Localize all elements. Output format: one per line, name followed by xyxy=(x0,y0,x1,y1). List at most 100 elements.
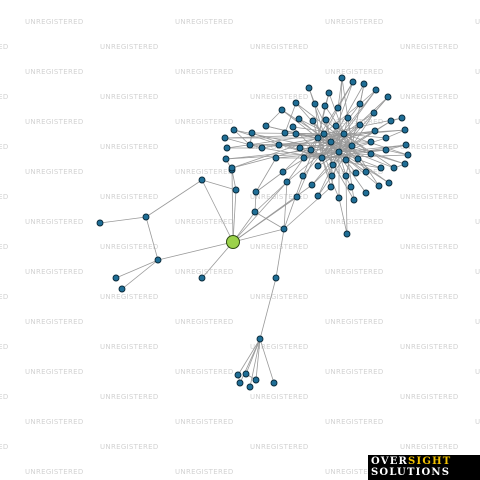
watermark-text: UNREGISTERED xyxy=(100,343,159,351)
graph-node xyxy=(305,84,313,92)
watermark-text: UNREGISTERED xyxy=(100,293,159,301)
watermark-text: UNREGISTERED xyxy=(25,318,84,326)
graph-edge xyxy=(337,81,354,109)
graph-node xyxy=(382,146,390,154)
graph-node xyxy=(370,109,378,117)
watermark-text: UNREGISTERED xyxy=(475,118,480,126)
graph-node xyxy=(320,130,328,138)
graph-node xyxy=(112,274,120,282)
graph-node xyxy=(234,371,242,379)
graph-node xyxy=(404,151,412,159)
logo-word-over: OVER xyxy=(371,456,409,467)
oversight-solutions-logo: OVERSIGHT SOLUTIONS xyxy=(368,455,480,480)
watermark-text: UNREGISTERED xyxy=(175,18,234,26)
watermark-text: UNREGISTERED xyxy=(250,243,309,251)
graph-edge xyxy=(343,133,387,139)
graph-edge xyxy=(317,133,345,139)
graph-node xyxy=(352,169,360,177)
graph-edge xyxy=(121,259,159,290)
graph-node xyxy=(279,168,287,176)
graph-edge xyxy=(330,103,361,143)
graph-node xyxy=(307,146,315,154)
watermark-text: UNREGISTERED xyxy=(325,18,384,26)
watermark-text: UNREGISTERED xyxy=(475,418,480,426)
graph-edge xyxy=(351,112,375,147)
graph-node xyxy=(296,144,304,152)
graph-node xyxy=(262,122,270,130)
graph-node xyxy=(280,225,288,233)
graph-node xyxy=(338,74,346,82)
graph-node xyxy=(356,121,364,129)
graph-node xyxy=(398,114,406,122)
graph-node xyxy=(223,144,231,152)
graph-node xyxy=(198,176,206,184)
graph-node xyxy=(311,100,319,108)
graph-edge xyxy=(157,241,234,261)
watermark-text: UNREGISTERED xyxy=(400,393,459,401)
graph-edge xyxy=(99,216,147,224)
graph-node xyxy=(295,115,303,123)
graph-node xyxy=(314,162,322,170)
graph-node xyxy=(299,172,307,180)
graph-node xyxy=(371,127,379,135)
graph-edge xyxy=(338,197,348,235)
graph-edge xyxy=(321,149,387,159)
graph-node xyxy=(377,164,385,172)
watermark-text: UNREGISTERED xyxy=(25,368,84,376)
graph-edge xyxy=(314,103,323,159)
watermark-text: UNREGISTERED xyxy=(25,218,84,226)
graph-edge xyxy=(225,151,340,160)
graph-edge xyxy=(359,89,377,105)
watermark-text: UNREGISTERED xyxy=(250,93,309,101)
watermark-text: UNREGISTERED xyxy=(175,368,234,376)
watermark-text: UNREGISTERED xyxy=(25,268,84,276)
graph-edge xyxy=(265,109,283,127)
watermark-text: UNREGISTERED xyxy=(25,468,84,476)
watermark-text: UNREGISTERED xyxy=(400,143,459,151)
graph-node xyxy=(387,117,395,125)
watermark-text: UNREGISTERED xyxy=(250,193,309,201)
graph-edge xyxy=(255,171,284,193)
focus-node xyxy=(226,235,240,249)
graph-edge xyxy=(232,181,288,243)
graph-node xyxy=(325,89,333,97)
graph-node xyxy=(362,168,370,176)
graph-edge xyxy=(249,338,261,388)
graph-node xyxy=(349,78,357,86)
graph-edge xyxy=(278,141,332,146)
watermark-text: UNREGISTERED xyxy=(325,118,384,126)
watermark-text: UNREGISTERED xyxy=(0,443,9,451)
graph-node xyxy=(334,104,342,112)
watermark-text: UNREGISTERED xyxy=(325,468,384,476)
watermark-text: UNREGISTERED xyxy=(400,43,459,51)
graph-node xyxy=(154,256,162,264)
graph-node xyxy=(343,230,351,238)
graph-node xyxy=(252,188,260,196)
watermark-text: UNREGISTERED xyxy=(0,143,9,151)
watermark-text: UNREGISTERED xyxy=(250,293,309,301)
watermark-text: UNREGISTERED xyxy=(175,268,234,276)
graph-node xyxy=(335,194,343,202)
graph-node xyxy=(372,86,380,94)
graph-edge xyxy=(283,175,304,230)
graph-node xyxy=(354,155,362,163)
graph-node xyxy=(348,142,356,150)
graph-node xyxy=(258,144,266,152)
watermark-text: UNREGISTERED xyxy=(100,143,159,151)
watermark-text: UNREGISTERED xyxy=(0,93,9,101)
graph-node xyxy=(293,193,301,201)
graph-edge xyxy=(343,133,395,169)
watermark-text: UNREGISTERED xyxy=(0,193,9,201)
graph-node xyxy=(308,181,316,189)
graph-edge xyxy=(317,105,326,139)
watermark-text: UNREGISTERED xyxy=(400,443,459,451)
watermark-text: UNREGISTERED xyxy=(0,43,9,51)
graph-node xyxy=(242,370,250,378)
graph-node xyxy=(256,335,264,343)
graph-edge xyxy=(254,211,285,230)
graph-edge xyxy=(321,157,332,188)
graph-node xyxy=(198,274,206,282)
graph-node xyxy=(300,154,308,162)
watermark-text: UNREGISTERED xyxy=(25,168,84,176)
watermark-text: UNREGISTERED xyxy=(175,118,234,126)
